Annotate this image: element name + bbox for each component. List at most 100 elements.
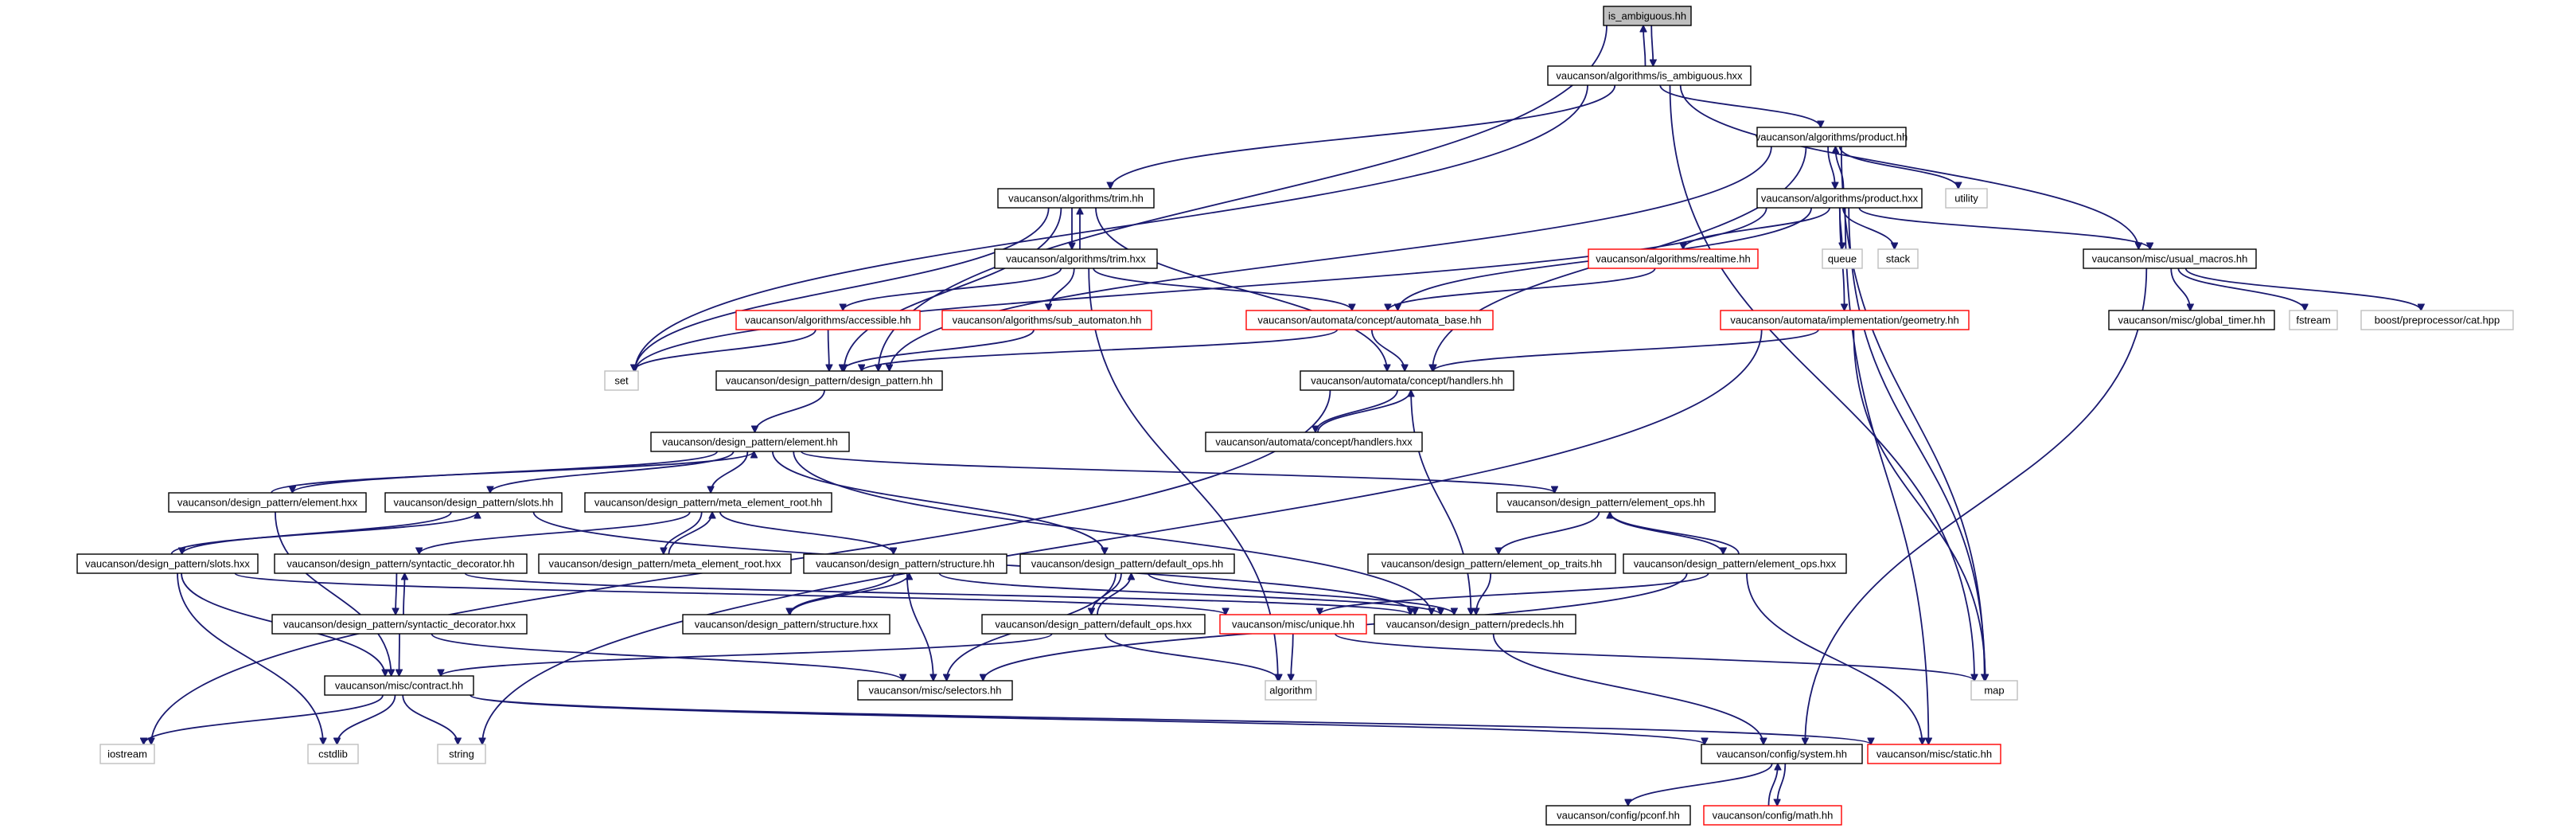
node-algo_trim_hh[interactable]: vaucanson/algorithms/trim.hh bbox=[997, 188, 1155, 209]
edge-dp_element_hxx-to-dp_element_hh bbox=[271, 451, 754, 494]
node-label: vaucanson/design_pattern/predecls.hh bbox=[1386, 619, 1564, 631]
node-box bbox=[941, 310, 1152, 330]
edge-config_system_hh-to-config_math_hh bbox=[1777, 763, 1787, 806]
node-string: string bbox=[437, 744, 486, 764]
edge-dp_default_ops_hh-to-dp_predecls_hh bbox=[1147, 572, 1455, 615]
node-dp_meta_element_root_hh[interactable]: vaucanson/design_pattern/meta_element_ro… bbox=[584, 492, 832, 513]
edge-algo_product_hxx-to-set bbox=[635, 207, 1767, 371]
node-label: vaucanson/design_pattern/slots.hxx bbox=[85, 558, 250, 570]
node-dp_syntactic_decorator_hxx[interactable]: vaucanson/design_pattern/syntactic_decor… bbox=[271, 614, 528, 635]
node-dp_design_pattern_hh[interactable]: vaucanson/design_pattern/design_pattern.… bbox=[715, 370, 943, 391]
node-label: vaucanson/misc/global_timer.hh bbox=[2118, 314, 2266, 326]
node-label: cstdlib bbox=[318, 748, 348, 760]
edge-algo_sub_automaton_hh-to-dp_design_pattern_hh bbox=[842, 329, 1035, 371]
edge-dp_element_hxx-to-misc_contract_hh bbox=[275, 511, 392, 676]
node-box bbox=[1822, 248, 1863, 269]
node-is_ambiguous_hh[interactable]: is_ambiguous.hh bbox=[1603, 6, 1692, 26]
node-dp_slots_hxx[interactable]: vaucanson/design_pattern/slots.hxx bbox=[76, 553, 259, 574]
node-label: queue bbox=[1828, 253, 1857, 265]
node-label: vaucanson/algorithms/is_ambiguous.hxx bbox=[1556, 70, 1743, 82]
node-label: vaucanson/algorithms/product.hxx bbox=[1761, 193, 1919, 205]
node-box bbox=[1265, 680, 1317, 701]
edge-dp_element_ops_hh-to-dp_element_ops_hxx bbox=[1608, 511, 1724, 554]
node-auto_concept_handlers_hh[interactable]: vaucanson/automata/concept/handlers.hh bbox=[1300, 370, 1514, 391]
edge-misc_unique_hh-to-map bbox=[1335, 633, 1974, 682]
node-box bbox=[1756, 188, 1923, 209]
node-dp_structure_hh[interactable]: vaucanson/design_pattern/structure.hh bbox=[803, 553, 1007, 574]
node-label: map bbox=[1984, 685, 2004, 697]
node-boost_cat_hpp: boost/preprocessor/cat.hpp bbox=[2360, 310, 2514, 330]
node-box bbox=[324, 675, 474, 696]
node-misc_contract_hh[interactable]: vaucanson/misc/contract.hh bbox=[324, 675, 474, 696]
node-label: stack bbox=[1886, 253, 1911, 265]
edge-misc_usual_macros_hh-to-misc_global_timer_hh bbox=[2170, 268, 2190, 311]
node-algo_product_hxx[interactable]: vaucanson/algorithms/product.hxx bbox=[1756, 188, 1923, 209]
edge-dp_meta_element_root_hh-to-dp_syntactic_decorator_hh bbox=[419, 511, 691, 554]
node-box bbox=[1945, 188, 1988, 209]
node-algo_sub_automaton_hh[interactable]: vaucanson/algorithms/sub_automaton.hh bbox=[941, 310, 1152, 330]
node-dp_structure_hxx[interactable]: vaucanson/design_pattern/structure.hxx bbox=[682, 614, 890, 635]
node-box bbox=[1219, 614, 1367, 635]
node-dp_element_ops_hxx[interactable]: vaucanson/design_pattern/element_ops.hxx bbox=[1623, 553, 1847, 574]
node-dp_element_hh[interactable]: vaucanson/design_pattern/element.hh bbox=[650, 432, 850, 452]
node-label: vaucanson/design_pattern/design_pattern.… bbox=[726, 375, 933, 387]
edge-misc_contract_hh-to-config_system_hh bbox=[470, 694, 1705, 745]
node-box bbox=[1496, 492, 1716, 513]
node-auto_concept_automata_base_hh[interactable]: vaucanson/automata/concept/automata_base… bbox=[1245, 310, 1494, 330]
edge-dp_predecls_hh-to-config_system_hh bbox=[1492, 633, 1763, 744]
node-algo_realtime_hh[interactable]: vaucanson/algorithms/realtime.hh bbox=[1588, 248, 1759, 269]
node-box bbox=[1367, 553, 1616, 574]
node-box bbox=[1019, 553, 1235, 574]
node-algo_product_hh[interactable]: vaucanson/algorithms/product.hh bbox=[1756, 127, 1908, 147]
node-config_math_hh[interactable]: vaucanson/config/math.hh bbox=[1703, 805, 1842, 826]
node-dp_meta_element_root_hxx[interactable]: vaucanson/design_pattern/meta_element_ro… bbox=[538, 553, 792, 574]
node-box bbox=[650, 432, 850, 452]
edge-algo_product_hxx-to-misc_static_hh bbox=[1844, 207, 1929, 744]
node-box bbox=[168, 492, 367, 513]
node-config_pconf_hh[interactable]: vaucanson/config/pconf.hh bbox=[1545, 805, 1691, 826]
node-auto_concept_handlers_hxx[interactable]: vaucanson/automata/concept/handlers.hxx bbox=[1205, 432, 1423, 452]
node-misc_selectors_hh[interactable]: vaucanson/misc/selectors.hh bbox=[857, 680, 1013, 701]
edge-dp_default_ops_hxx-to-algorithm bbox=[1105, 633, 1279, 681]
node-misc_static_hh[interactable]: vaucanson/misc/static.hh bbox=[1867, 744, 2001, 764]
node-box bbox=[76, 553, 259, 574]
edge-algo_is_ambiguous_hxx-to-algo_trim_hh bbox=[1110, 84, 1616, 189]
node-dp_element_ops_hh[interactable]: vaucanson/design_pattern/element_ops.hh bbox=[1496, 492, 1716, 513]
node-dp_element_hxx[interactable]: vaucanson/design_pattern/element.hxx bbox=[168, 492, 367, 513]
node-dp_slots_hh[interactable]: vaucanson/design_pattern/slots.hh bbox=[384, 492, 563, 513]
edge-auto_impl_geometry_hh-to-auto_concept_handlers_hh bbox=[1433, 329, 1819, 372]
node-label: vaucanson/algorithms/realtime.hh bbox=[1596, 253, 1750, 265]
edge-algo_product_hh-to-utility bbox=[1838, 146, 1958, 189]
node-label: vaucanson/algorithms/sub_automaton.hh bbox=[953, 314, 1142, 326]
node-dp_default_ops_hh[interactable]: vaucanson/design_pattern/default_ops.hh bbox=[1019, 553, 1235, 574]
node-label: iostream bbox=[107, 748, 147, 760]
node-algo_trim_hxx[interactable]: vaucanson/algorithms/trim.hxx bbox=[994, 248, 1158, 269]
node-algo_is_ambiguous_hxx[interactable]: vaucanson/algorithms/is_ambiguous.hxx bbox=[1547, 65, 1752, 86]
edge-dp_element_ops_hxx-to-misc_static_hh bbox=[1746, 572, 1923, 744]
node-auto_impl_geometry_hh[interactable]: vaucanson/automata/implementation/geomet… bbox=[1720, 310, 1970, 330]
edge-dp_slots_hxx-to-cstdlib bbox=[177, 572, 323, 744]
node-label: vaucanson/misc/contract.hh bbox=[335, 680, 463, 692]
edge-dp_element_op_traits_hh-to-dp_predecls_hh bbox=[1476, 572, 1492, 615]
node-algo_accessible_hh[interactable]: vaucanson/algorithms/accessible.hh bbox=[735, 310, 921, 330]
node-dp_predecls_hh[interactable]: vaucanson/design_pattern/predecls.hh bbox=[1374, 614, 1576, 635]
node-config_system_hh[interactable]: vaucanson/config/system.hh bbox=[1701, 744, 1863, 764]
edge-algo_trim_hxx-to-algo_accessible_hh bbox=[843, 268, 1062, 311]
node-misc_usual_macros_hh[interactable]: vaucanson/misc/usual_macros.hh bbox=[2083, 248, 2257, 269]
node-misc_global_timer_hh[interactable]: vaucanson/misc/global_timer.hh bbox=[2108, 310, 2275, 330]
edge-is_ambiguous_hh-to-dp_design_pattern_hh bbox=[879, 25, 1608, 371]
node-label: vaucanson/design_pattern/element_ops.hxx bbox=[1634, 558, 1837, 570]
node-box bbox=[1374, 614, 1576, 635]
node-label: vaucanson/config/system.hh bbox=[1717, 748, 1847, 760]
node-misc_unique_hh[interactable]: vaucanson/misc/unique.hh bbox=[1219, 614, 1367, 635]
edge-dp_syntactic_decorator_hxx-to-misc_contract_hh bbox=[399, 633, 400, 676]
edge-misc_contract_hh-to-cstdlib bbox=[337, 694, 396, 744]
node-label: vaucanson/design_pattern/element.hxx bbox=[177, 497, 358, 509]
node-label: is_ambiguous.hh bbox=[1608, 10, 1686, 22]
node-label: vaucanson/design_pattern/structure.hh bbox=[816, 558, 995, 570]
node-dp_default_ops_hxx[interactable]: vaucanson/design_pattern/default_ops.hxx bbox=[981, 614, 1206, 635]
node-dp_syntactic_decorator_hh[interactable]: vaucanson/design_pattern/syntactic_decor… bbox=[274, 553, 528, 574]
edge-algo_product_hh-to-algo_product_hxx bbox=[1827, 146, 1835, 189]
node-dp_element_op_traits_hh[interactable]: vaucanson/design_pattern/element_op_trai… bbox=[1367, 553, 1616, 574]
edge-misc_contract_hh-to-iostream bbox=[144, 694, 384, 744]
